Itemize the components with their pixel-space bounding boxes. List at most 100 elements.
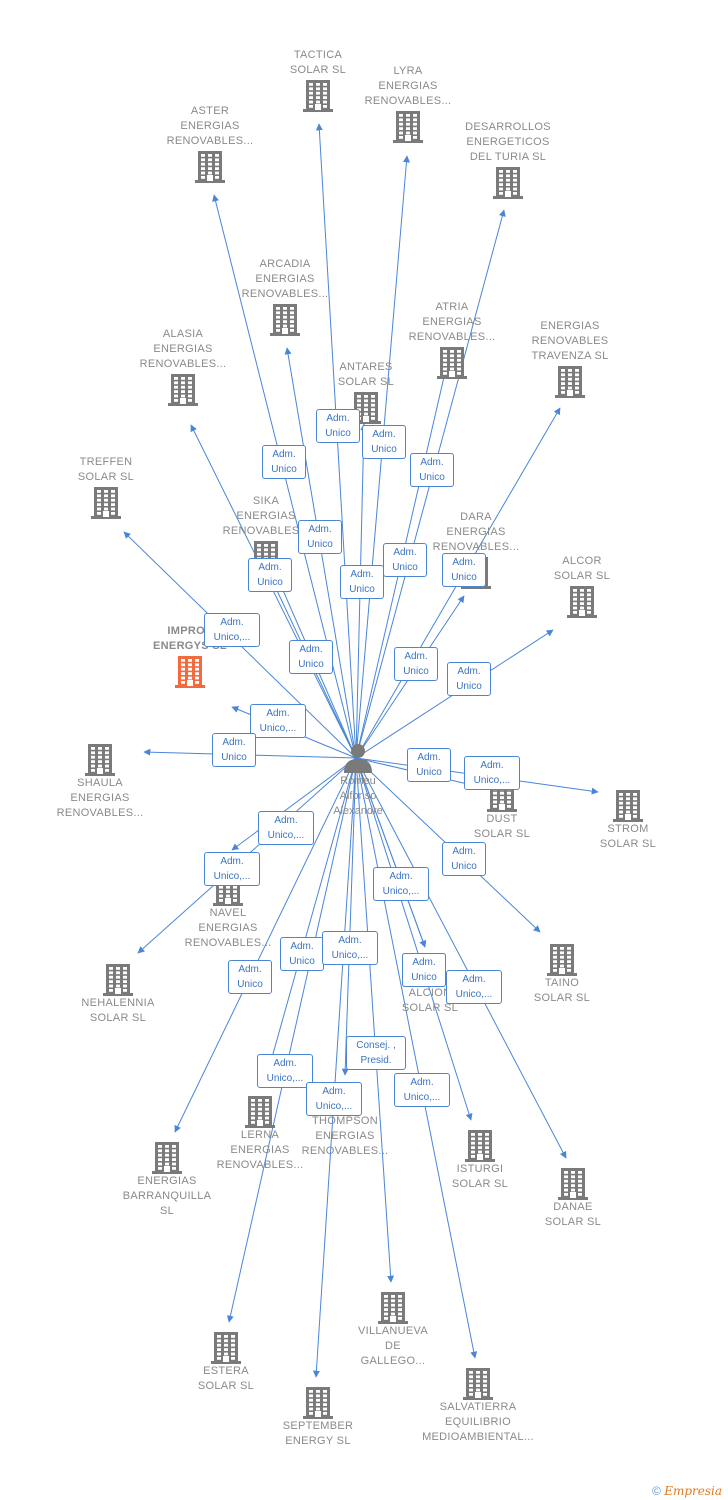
company-node-salvatierra[interactable]: SALVATIERRA EQUILIBRIO MEDIOAMBIENTAL...: [418, 1366, 538, 1445]
role-label-thompson[interactable]: Adm. Unico,...: [322, 931, 378, 965]
building-icon: [175, 656, 205, 688]
company-label: ASTER ENERGIAS RENOVABLES...: [166, 105, 254, 147]
company-node-isturgi[interactable]: ISTURGI SOLAR SL: [420, 1128, 540, 1192]
company-node-lyra[interactable]: LYRA ENERGIAS RENOVABLES...: [348, 64, 468, 143]
company-label: ISTURGI SOLAR SL: [451, 1163, 509, 1190]
company-node-alcor[interactable]: ALCOR SOLAR SL: [522, 554, 642, 618]
role-label-september[interactable]: Adm. Unico,...: [306, 1082, 362, 1116]
company-node-desarrollos[interactable]: DESARROLLOS ENERGETICOS DEL TURIA SL: [448, 120, 568, 199]
role-label-lerna[interactable]: Adm. Unico: [280, 937, 324, 971]
copyright-symbol: ©: [652, 1484, 661, 1498]
building-icon: [547, 944, 577, 976]
role-label-alcor[interactable]: Adm. Unico: [447, 662, 491, 696]
brand-name: Empresia: [664, 1484, 722, 1498]
company-label: SEPTEMBER ENERGY SL: [282, 1420, 354, 1447]
building-icon: [567, 586, 597, 618]
company-node-arcadia[interactable]: ARCADIA ENERGIAS RENOVABLES...: [225, 257, 345, 336]
company-label: NEHALENNIA SOLAR SL: [81, 997, 155, 1024]
company-label: SALVATIERRA EQUILIBRIO MEDIOAMBIENTAL...: [422, 1401, 534, 1443]
role-label-villanueva[interactable]: Consej. , Presid.: [346, 1036, 406, 1070]
building-icon: [91, 487, 121, 519]
role-label-salvatierra[interactable]: Adm. Unico,...: [394, 1073, 450, 1107]
role-label-treffen[interactable]: Adm. Unico,...: [204, 613, 260, 647]
company-node-lerna[interactable]: LERNA ENERGIAS RENOVABLES...: [200, 1094, 320, 1173]
building-icon: [393, 111, 423, 143]
role-label-antares[interactable]: Adm. Unico: [340, 565, 384, 599]
role-label-arcadia[interactable]: Adm. Unico: [298, 520, 342, 554]
company-node-danae[interactable]: DANAE SOLAR SL: [513, 1166, 633, 1230]
building-icon: [195, 151, 225, 183]
company-node-antares[interactable]: ANTARES SOLAR SL: [306, 360, 426, 424]
role-label-dara[interactable]: Adm. Unico: [394, 647, 438, 681]
company-node-strom[interactable]: STROM SOLAR SL: [568, 788, 688, 852]
company-label: TREFFEN SOLAR SL: [77, 456, 135, 483]
company-label: SIKA ENERGIAS RENOVABLES...: [222, 495, 310, 537]
center-person[interactable]: Romeu Alfonso Alexandre: [298, 742, 418, 819]
building-icon: [613, 790, 643, 822]
company-label: ATRIA ENERGIAS RENOVABLES...: [408, 301, 496, 343]
company-label: ALASIA ENERGIAS RENOVABLES...: [139, 328, 227, 370]
company-label: NAVEL ENERGIAS RENOVABLES...: [184, 907, 272, 949]
building-icon: [168, 374, 198, 406]
role-label-alcion[interactable]: Adm. Unico,...: [373, 867, 429, 901]
role-label-desarrollos[interactable]: Adm. Unico: [410, 453, 454, 487]
role-label-danae[interactable]: Adm. Unico,...: [446, 970, 502, 1004]
company-node-nehalennia[interactable]: NEHALENNIA SOLAR SL: [58, 962, 178, 1026]
role-label-improv[interactable]: Adm. Unico,...: [250, 704, 306, 738]
company-label: DESARROLLOS ENERGETICOS DEL TURIA SL: [465, 121, 551, 163]
building-icon: [303, 80, 333, 112]
edge-navel: [231, 757, 357, 851]
role-label-shaula[interactable]: Adm. Unico: [212, 733, 256, 767]
building-icon: [303, 1387, 333, 1419]
building-icon: [378, 1292, 408, 1324]
company-node-september[interactable]: SEPTEMBER ENERGY SL: [258, 1385, 378, 1449]
role-label-sika[interactable]: Adm. Unico: [289, 640, 333, 674]
role-label-tactica[interactable]: Adm. Unico: [316, 409, 360, 443]
building-icon: [465, 1130, 495, 1162]
building-icon: [493, 167, 523, 199]
edge-alcion: [355, 757, 427, 948]
role-label-aster[interactable]: Adm. Unico: [262, 445, 306, 479]
company-node-taino[interactable]: TAINO SOLAR SL: [502, 942, 622, 1006]
company-node-aster[interactable]: ASTER ENERGIAS RENOVABLES...: [150, 104, 270, 183]
company-node-barranquilla[interactable]: ENERGIAS BARRANQUILLA SL: [107, 1140, 227, 1219]
role-label-barranquilla[interactable]: Adm. Unico: [228, 960, 272, 994]
role-label-dust[interactable]: Adm. Unico: [407, 748, 451, 782]
company-label: DUST SOLAR SL: [473, 813, 531, 840]
role-label-atria[interactable]: Adm. Unico: [383, 543, 427, 577]
building-icon: [351, 392, 381, 424]
building-icon: [463, 1368, 493, 1400]
company-node-atria[interactable]: ATRIA ENERGIAS RENOVABLES...: [392, 300, 512, 379]
role-label-estera[interactable]: Adm. Unico,...: [257, 1054, 313, 1088]
role-label-alcion[interactable]: Adm. Unico: [402, 953, 446, 987]
edge-lerna: [262, 757, 357, 1087]
company-label: ESTERA SOLAR SL: [197, 1365, 255, 1392]
role-label-sika[interactable]: Adm. Unico: [248, 558, 292, 592]
company-node-alasia[interactable]: ALASIA ENERGIAS RENOVABLES...: [123, 327, 243, 406]
building-icon: [558, 1168, 588, 1200]
company-node-shaula[interactable]: SHAULA ENERGIAS RENOVABLES...: [40, 742, 160, 821]
edge-estera: [226, 757, 357, 1323]
company-label: DARA ENERGIAS RENOVABLES...: [432, 511, 520, 553]
company-node-villanueva[interactable]: VILLANUEVA DE GALLEGO...: [333, 1290, 453, 1369]
company-node-treffen[interactable]: TREFFEN SOLAR SL: [46, 455, 166, 519]
company-label: ENERGIAS RENOVABLES TRAVENZA SL: [531, 320, 609, 362]
company-label: ENERGIAS BARRANQUILLA SL: [122, 1175, 212, 1217]
company-label: LYRA ENERGIAS RENOVABLES...: [364, 65, 452, 107]
edge-thompson: [341, 757, 357, 1076]
company-node-travenza[interactable]: ENERGIAS RENOVABLES TRAVENZA SL: [510, 319, 630, 398]
company-node-tactica[interactable]: TACTICA SOLAR SL: [258, 48, 378, 112]
role-label-travenza[interactable]: Adm. Unico: [442, 553, 486, 587]
role-label-navel[interactable]: Adm. Unico,...: [258, 811, 314, 845]
building-icon: [270, 304, 300, 336]
person-name: Romeu Alfonso Alexandre: [333, 775, 383, 817]
role-label-strom[interactable]: Adm. Unico,...: [464, 756, 520, 790]
company-node-sika[interactable]: SIKA ENERGIAS RENOVABLES...: [206, 494, 326, 573]
role-label-nehalennia[interactable]: Adm. Unico,...: [204, 852, 260, 886]
role-label-lyra[interactable]: Adm. Unico: [362, 425, 406, 459]
building-icon: [437, 347, 467, 379]
edge-danae: [355, 757, 567, 1159]
role-label-taino[interactable]: Adm. Unico: [442, 842, 486, 876]
company-node-estera[interactable]: ESTERA SOLAR SL: [166, 1330, 286, 1394]
company-label: TAINO SOLAR SL: [533, 977, 591, 1004]
